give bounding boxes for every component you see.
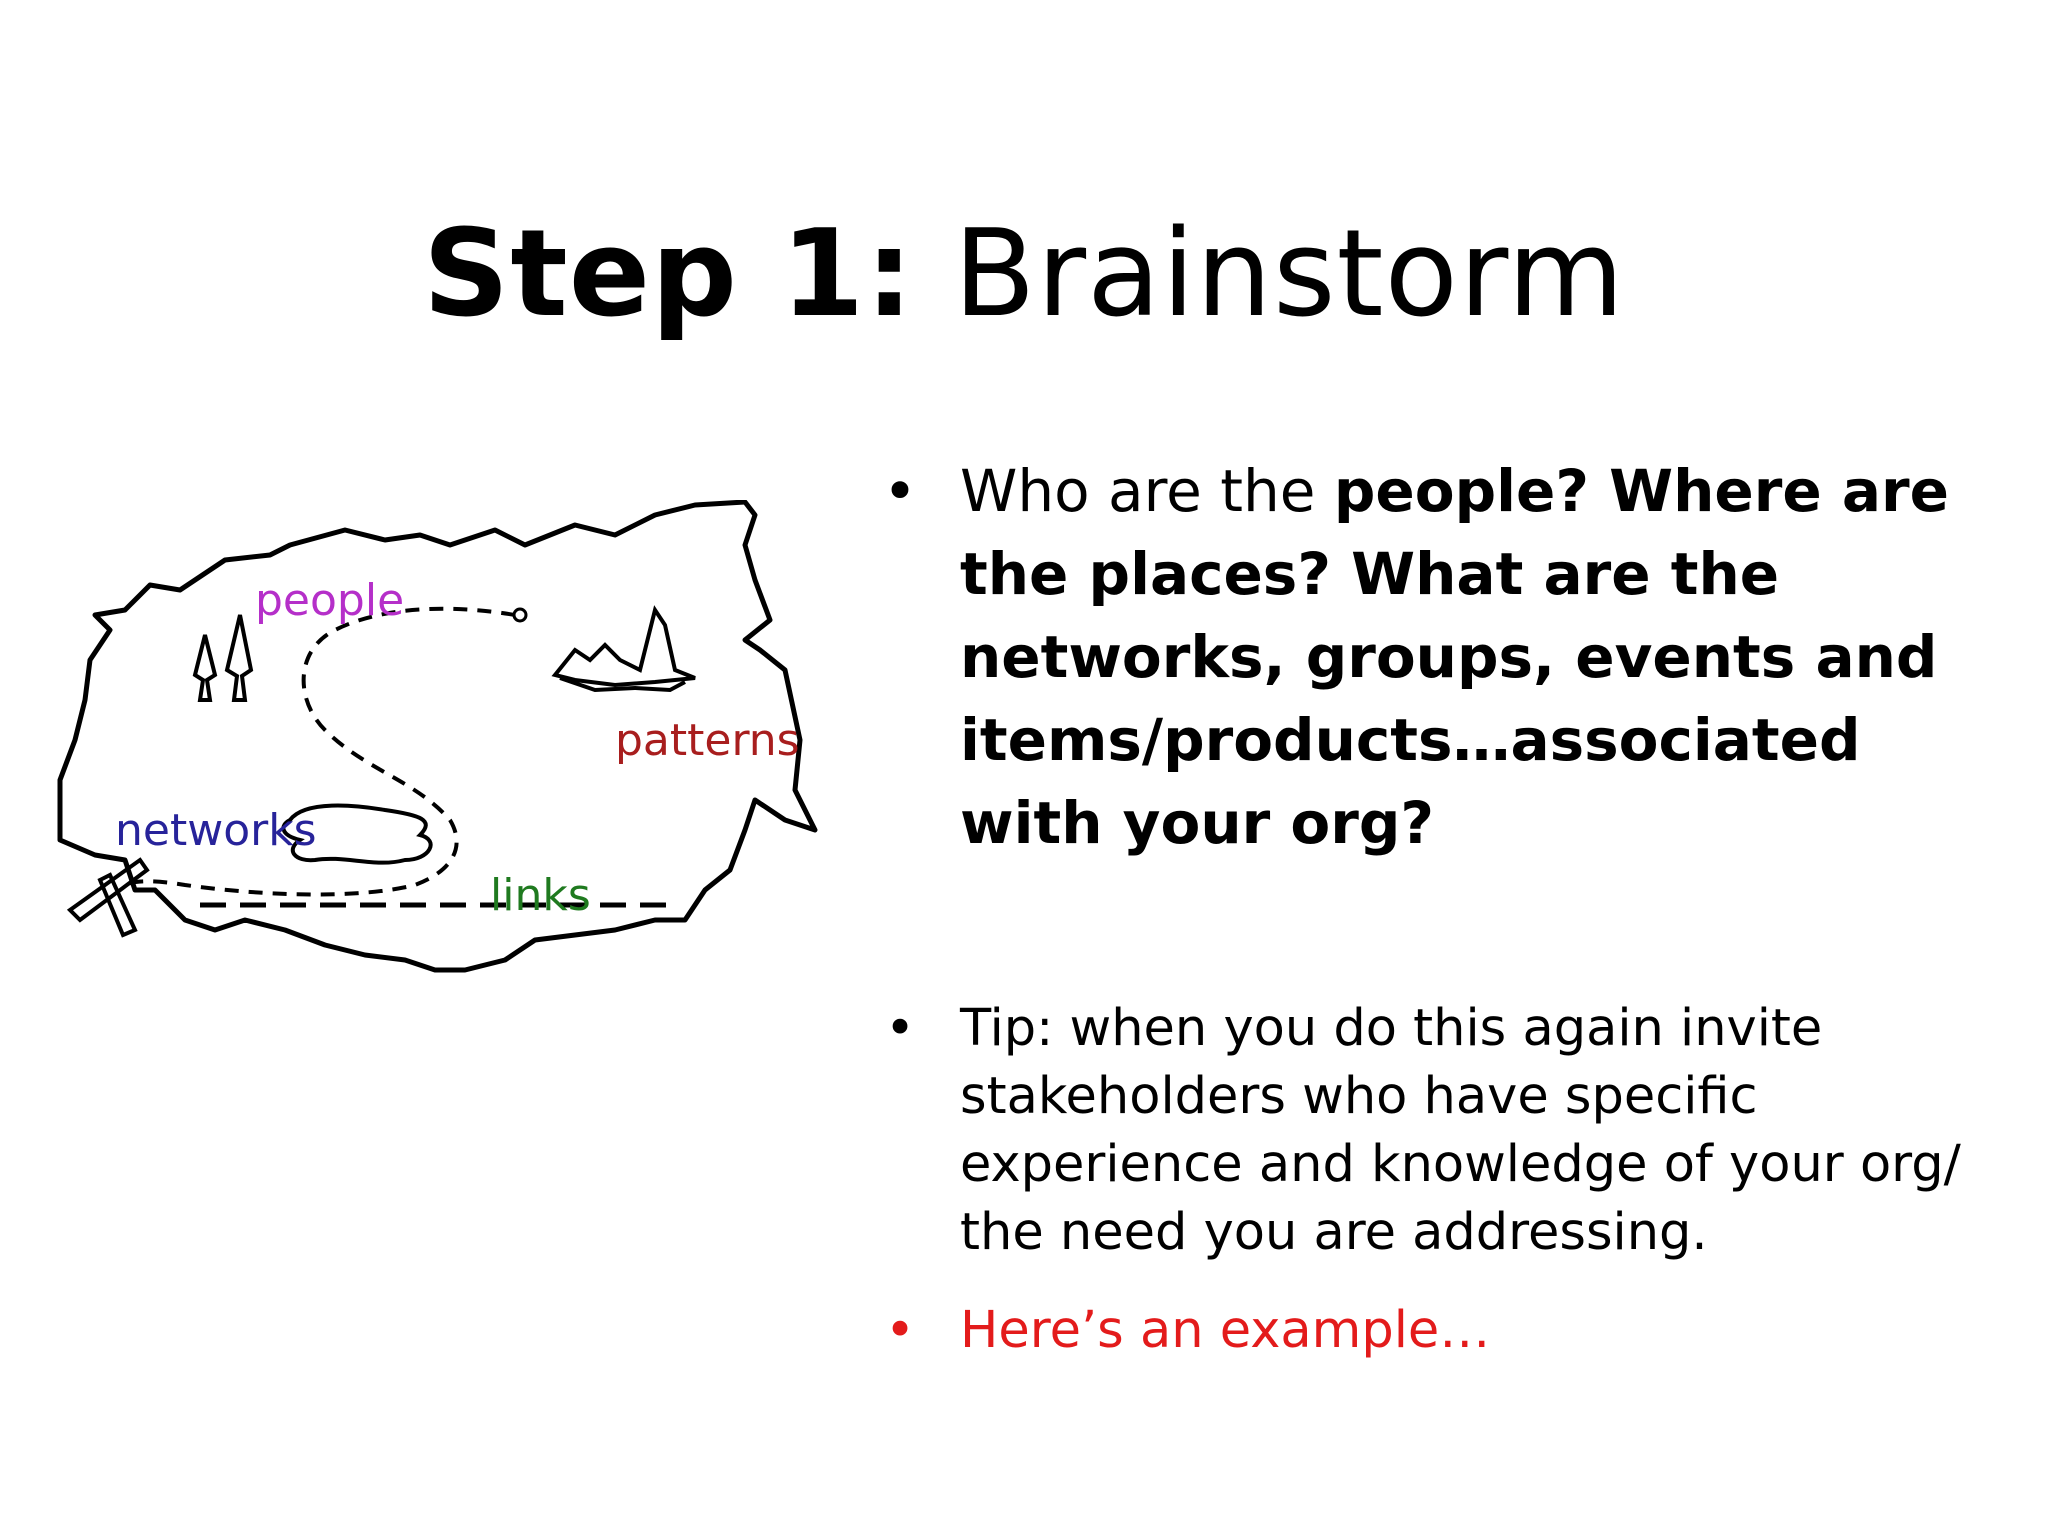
mountain-icon bbox=[551, 605, 696, 693]
map-dashed-path bbox=[124, 606, 516, 897]
bullet-marker: • bbox=[884, 999, 916, 1058]
bullet-question: • Who are the people? Where are the plac… bbox=[880, 450, 2000, 865]
label-links: links bbox=[490, 870, 591, 921]
bullet-example-text: Here’s an example… bbox=[960, 1301, 1491, 1360]
bullet-question-plain: Who are the bbox=[960, 457, 1334, 525]
x-mark-icon bbox=[66, 857, 150, 938]
path-end-circle bbox=[512, 607, 528, 623]
title-step: Step 1: bbox=[422, 205, 915, 344]
bullet-marker: • bbox=[884, 1301, 916, 1360]
label-patterns: patterns bbox=[615, 715, 800, 766]
title-brainstorm: Brainstorm bbox=[914, 205, 1626, 344]
treasure-map-illustration: people patterns networks links bbox=[55, 500, 835, 1060]
bullet-list: • Who are the people? Where are the plac… bbox=[880, 450, 2000, 1365]
bullet-tip-text: Tip: when you do this again invite stake… bbox=[960, 999, 1961, 1262]
treasure-map-drawing: people patterns networks links bbox=[57, 500, 818, 973]
tree-icon bbox=[192, 614, 254, 702]
lake-icon bbox=[281, 803, 433, 865]
label-networks: networks bbox=[115, 805, 317, 856]
bullet-marker: • bbox=[882, 457, 918, 525]
bullet-question-bold: people? Where are the places? What are t… bbox=[960, 457, 1949, 857]
label-people: people bbox=[255, 575, 404, 626]
map-outline bbox=[57, 500, 818, 973]
bullet-tip: • Tip: when you do this again invite sta… bbox=[880, 995, 2000, 1267]
bullet-example: • Here’s an example… bbox=[880, 1297, 2000, 1365]
slide-title: Step 1: Brainstorm bbox=[0, 200, 2048, 350]
